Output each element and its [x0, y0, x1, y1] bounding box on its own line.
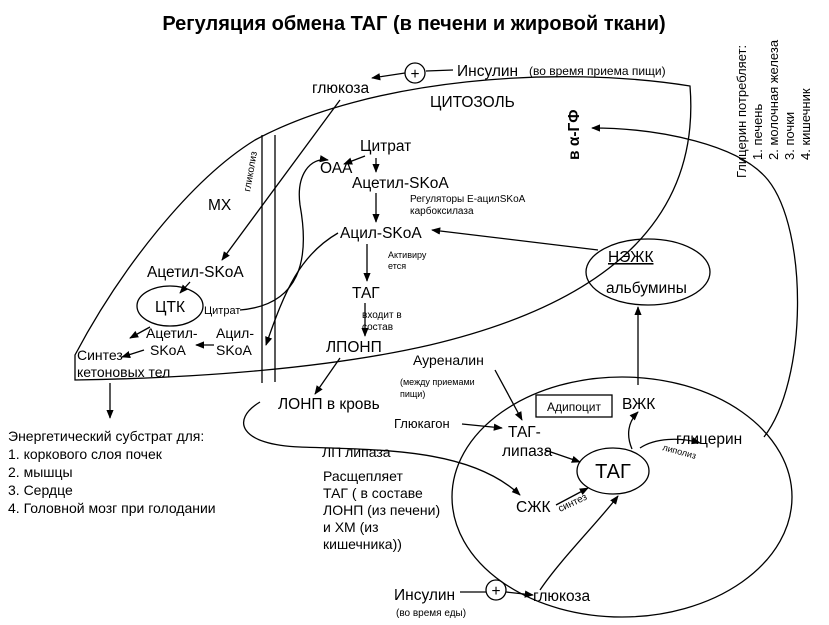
included-line-1: входит в — [362, 310, 402, 321]
lp-lipase-description-line: Расщепляет — [323, 468, 403, 484]
acyl-cytosol: Ацил-SKoA — [340, 225, 422, 242]
glycerol-consumers-title: Глицерин потребляет: — [734, 45, 749, 178]
nefa-albumin-oval — [585, 238, 711, 306]
regulators-line-2: карбоксилаза — [410, 205, 474, 217]
insulin-bottom: Инсулин — [394, 587, 455, 604]
nefa-label: НЭЖК — [608, 249, 654, 266]
glucose-bottom: глюкоза — [533, 588, 590, 605]
arrow-glycerol-to-agf — [591, 124, 799, 438]
arrow-acyl-to-mx — [265, 232, 339, 346]
arrow-citrate-to-oaa — [343, 155, 366, 165]
glycolysis-label: гликолиз — [242, 150, 260, 192]
citrate-mx: Цитрат — [204, 305, 240, 317]
arrow-lipase-to-tag — [544, 449, 581, 463]
szhk-label: СЖК — [516, 499, 551, 516]
glucose-top: глюкоза — [312, 80, 369, 97]
arrow-glucagon-to-lipase — [461, 423, 503, 431]
tag-lipase-line-1: ТАГ- — [508, 424, 541, 441]
arrow-glucose-to-tag — [539, 495, 619, 591]
synthesis-label: синтез — [557, 492, 590, 515]
mx-label: МХ — [208, 197, 232, 214]
arrow-glucose-to-acetyl — [221, 99, 341, 261]
glycerol-consumer-item: 2. молочная железа — [766, 39, 781, 160]
glycerol-consumer-item: 3. почки — [782, 112, 797, 160]
tag-liver: ТАГ — [352, 285, 380, 302]
lp-lipase-description-line: и ХМ (из — [323, 519, 379, 535]
lp-lipase-description-line: кишечника)) — [323, 536, 402, 552]
adipocyte-outline — [451, 376, 793, 618]
plus-circle-bottom — [485, 579, 507, 601]
acetyl-mx2-line-2: SKoA — [150, 342, 186, 358]
cytosol-label: ЦИТОЗОЛЬ — [430, 94, 515, 111]
adrenaline-note-line-2: пищи) — [400, 389, 425, 399]
vzhk-label: ВЖК — [622, 396, 655, 413]
adipocyte-box — [535, 394, 613, 418]
ketone-line-2: кетоновых тел — [77, 364, 170, 380]
arrow-lonp-to-szhk — [243, 401, 521, 496]
tag-adipo-label: ТАГ — [595, 461, 631, 483]
insulin-top: Инсулин — [457, 63, 518, 80]
energy-substrate-item: 1. коркового слоя почек — [8, 446, 163, 462]
arrow-insulin-to-glucose-bottom — [505, 590, 534, 598]
glycerol-consumer-item: 4. кишечник — [798, 88, 813, 160]
arrow-szhk-to-tag — [555, 487, 589, 506]
citrate-cytosol: Цитрат — [360, 138, 411, 155]
alpha-gf-label: в α-ГФ — [566, 109, 583, 160]
ketone-line-1: Синтез — [77, 347, 123, 363]
arrow-lponp-to-blood — [314, 357, 341, 395]
arrow-adrenaline-to-lipase — [494, 369, 523, 421]
activates-line-2: ется — [388, 261, 406, 271]
arrow-citrate-transport — [239, 155, 329, 311]
arrow-tag-to-glycerol — [639, 437, 701, 449]
glycerol-label: глицерин — [676, 431, 742, 448]
energy-substrate-item: 4. Головной мозг при голодании — [8, 500, 216, 516]
arrow-acetyl-to-ketones — [121, 349, 145, 358]
arrow-tag-to-vzhk — [627, 411, 639, 450]
energy-substrate-list: 1. коркового слоя почек 2. мышцы 3. Сердце… — [8, 446, 216, 516]
arrow-insulin-to-glucose — [371, 72, 406, 81]
adrenaline-label: Ауреналин — [413, 352, 484, 368]
plus-sign: + — [410, 66, 419, 83]
plus-sign-bottom: + — [491, 583, 500, 600]
energy-title: Энергетический субстрат для: — [8, 428, 204, 444]
glycerol-consumer-item: 1. печень — [750, 104, 765, 160]
tag-lipase-line-2: липаза — [502, 443, 553, 460]
lp-lipase-description-line: ТАГ ( в составе — [323, 485, 423, 501]
diagram-title: Регуляция обмена ТАГ (в печени и жировой… — [162, 13, 665, 35]
insulin-top-note: (во время приема пищи) — [529, 64, 666, 78]
acetyl-cytosol: Ацетил-SKoA — [352, 175, 449, 192]
arrow-nefa-to-acyl — [431, 227, 599, 251]
acetyl-mx: Ацетил-SKoA — [147, 264, 244, 281]
insulin-bottom-note: (во время еды) — [396, 608, 466, 619]
acyl-mx-line-2: SKoA — [216, 342, 252, 358]
lonp-blood-label: ЛОНП в кровь — [278, 396, 380, 413]
line-insulin-plus — [425, 69, 454, 72]
included-line-2: состав — [362, 322, 393, 333]
glucagon-label: Глюкагон — [394, 416, 450, 431]
energy-substrate-item: 2. мышцы — [8, 464, 73, 480]
adipocyte-label: Адипоцит — [547, 400, 601, 414]
energy-substrate-item: 3. Сердце — [8, 482, 73, 498]
tck-circle — [136, 285, 204, 327]
activates-line-1: Активиру — [388, 250, 427, 260]
adrenaline-note-line-1: (между приемами — [400, 377, 475, 387]
tag-adipo-oval — [576, 447, 650, 495]
tck-label: ЦТК — [155, 299, 185, 316]
lp-lipase-label: ЛП липаза — [322, 444, 391, 460]
arrow-acetyl-to-tck-return — [129, 326, 151, 339]
acyl-mx-line-1: Ацил- — [216, 325, 254, 341]
lponp-label: ЛПОНП — [326, 339, 382, 356]
albumins-label: альбумины — [606, 280, 687, 297]
lp-lipase-description-line: ЛОНП (из печени) — [323, 502, 440, 518]
regulators-line-1: Регуляторы Е-ацилSKoA — [410, 194, 526, 205]
liver-cell-outline — [74, 76, 692, 381]
acetyl-mx2-line-1: Ацетил- — [146, 325, 198, 341]
